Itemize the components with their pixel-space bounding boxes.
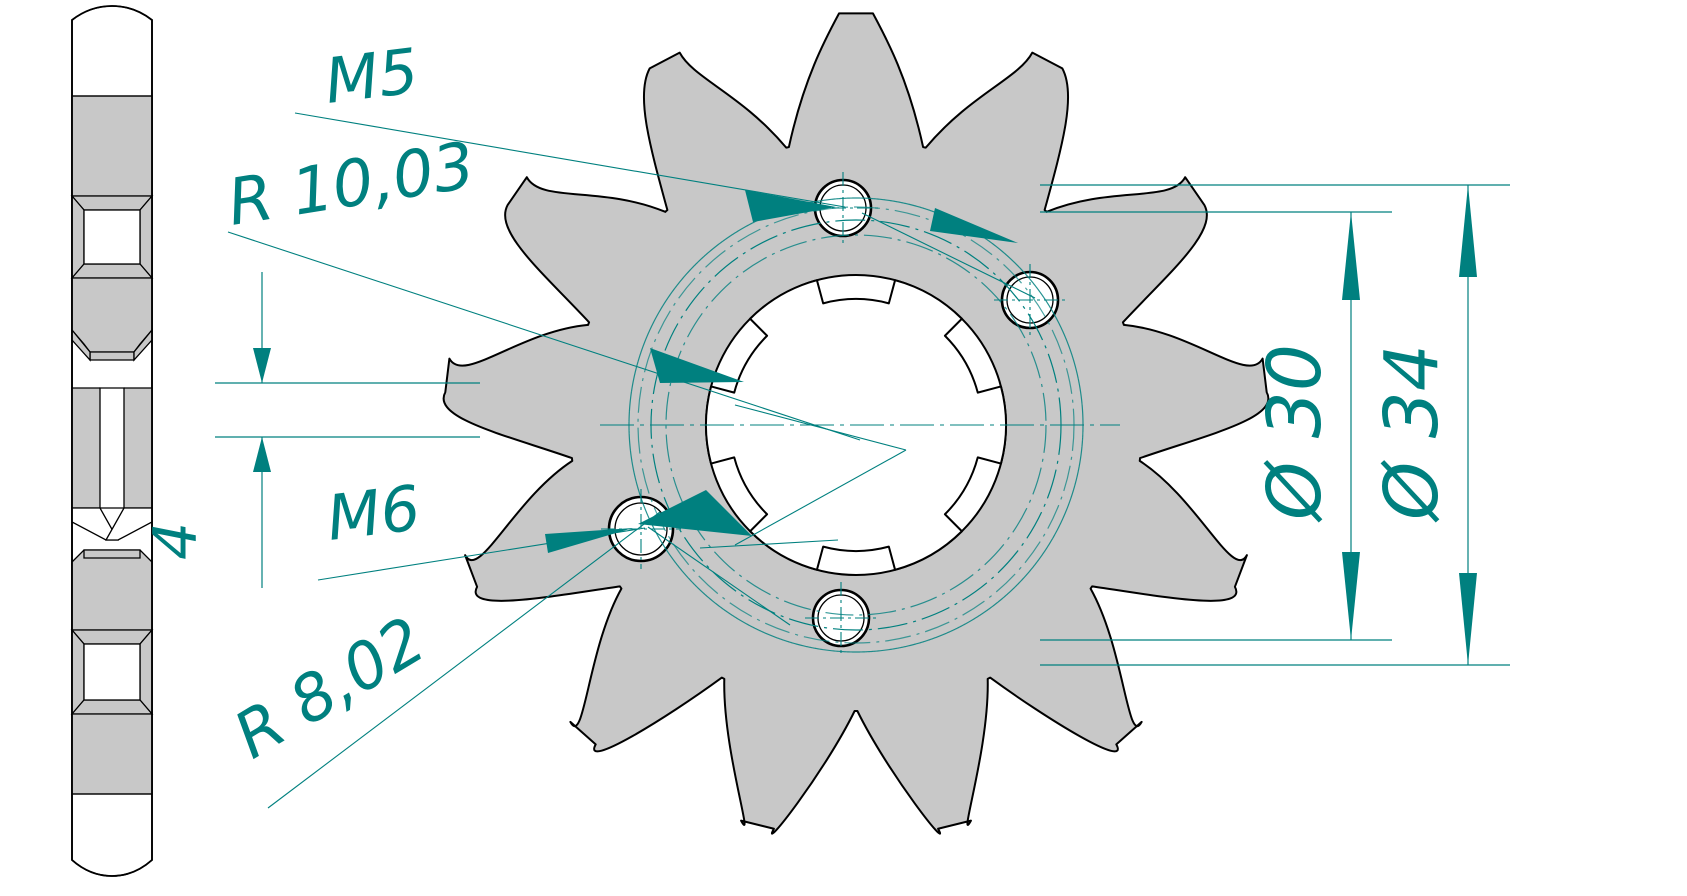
leader-hole-ur <box>861 212 1036 299</box>
dimension-dia34-arrows <box>1459 185 1477 665</box>
side-profile-segments <box>70 95 154 795</box>
side-profile-view <box>70 5 154 877</box>
side-profile-outline-top <box>71 5 153 877</box>
label-r802: R 8,02 <box>222 604 438 774</box>
label-r1003: R 10,03 <box>223 129 480 241</box>
label-m6: M6 <box>323 471 424 555</box>
side-profile-windows <box>83 209 141 701</box>
arrowhead-hole <box>930 208 1018 243</box>
label-dia30: Ø 30 <box>1252 344 1338 523</box>
label-thickness: 4 <box>141 522 211 560</box>
leader-m5 <box>294 112 846 208</box>
callout-arrowheads <box>545 190 1018 553</box>
label-dia34: Ø 34 <box>1369 344 1455 523</box>
arrowhead-r802 <box>638 490 752 536</box>
label-m5: M5 <box>321 34 422 118</box>
leader-hub-b <box>734 449 907 546</box>
leader-r1003 <box>227 231 861 441</box>
arrowhead-m5 <box>745 190 836 222</box>
leader-hub-c <box>699 539 839 549</box>
leader-hub-a <box>734 404 907 451</box>
front-face-view <box>442 12 1270 835</box>
hole-centre-marks <box>601 172 1066 654</box>
arrowhead-r1003 <box>650 348 744 383</box>
dimension-dia30-arrows <box>1342 212 1360 640</box>
leader-hole-ur2 <box>647 526 791 626</box>
leader-lines <box>227 112 1036 809</box>
dimension-thickness-arrows <box>253 348 271 472</box>
leader-r802 <box>267 511 661 809</box>
arrowhead-m6 <box>545 528 633 553</box>
